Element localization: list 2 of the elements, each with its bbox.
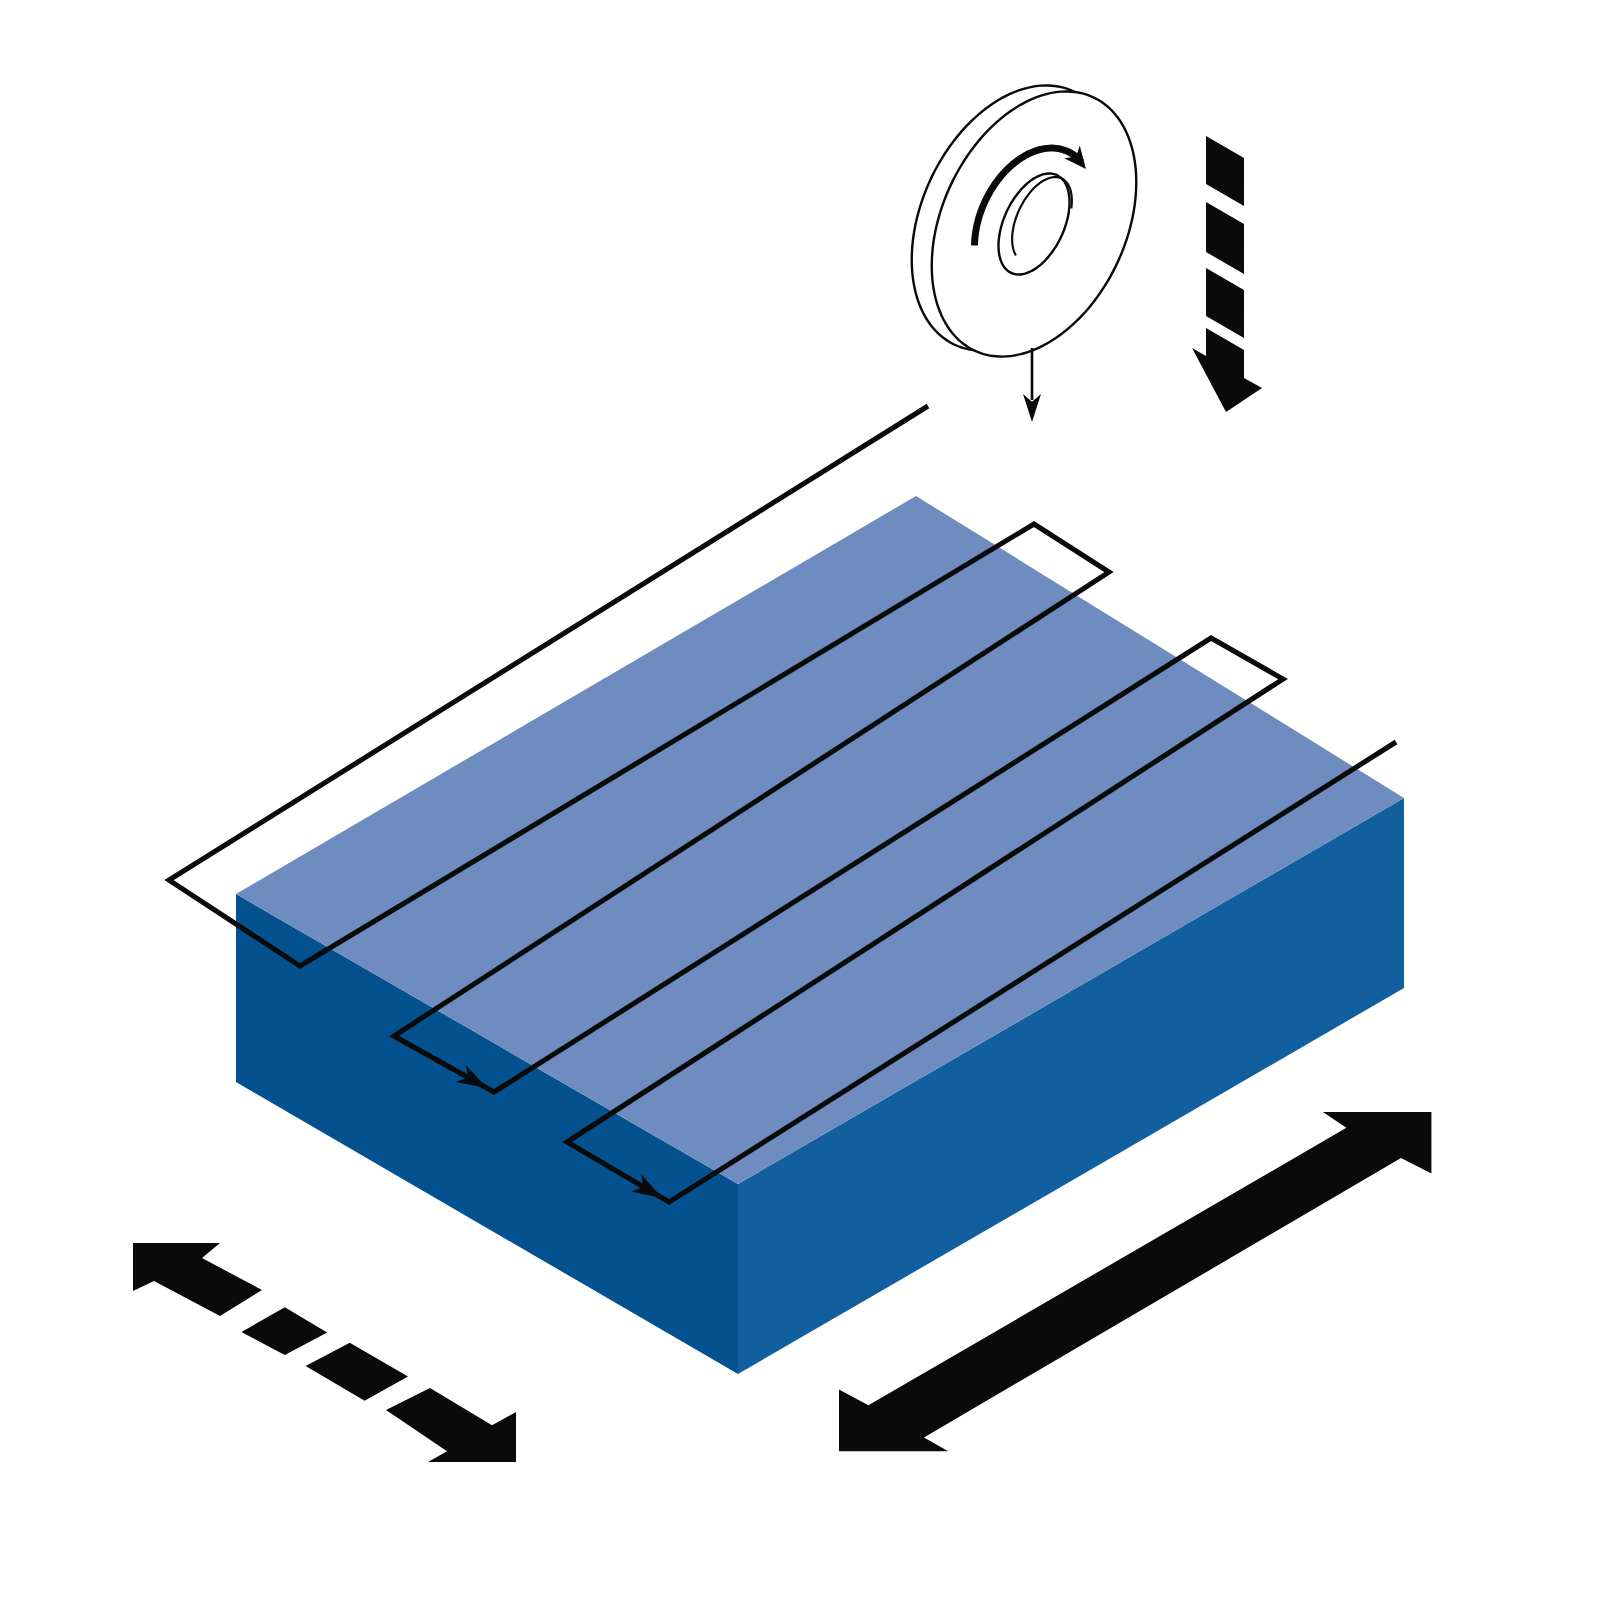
block-illustration [236,496,1404,1374]
grinding-wheel [910,84,1138,358]
